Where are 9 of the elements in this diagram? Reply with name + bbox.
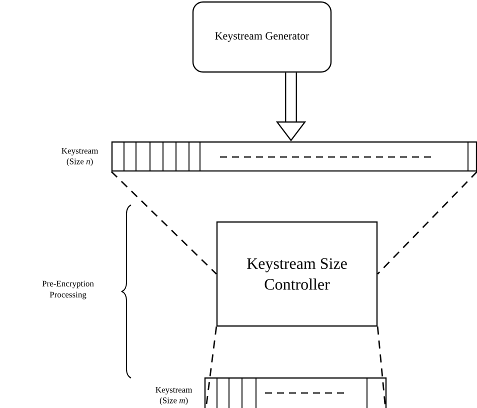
keystream-bar (111, 141, 477, 172)
bar-label: Keystream (Size m) (156, 387, 192, 405)
projection-line (377, 171, 477, 274)
group-label: Pre-Encryption Processing (42, 280, 94, 300)
projection-line (110, 171, 217, 274)
process-box: Keystream Generator (192, 1, 332, 73)
bar-label: Keystream (Size n) (62, 148, 98, 166)
keystream-bar (204, 377, 387, 408)
process-box: Keystream Size Controller (216, 221, 378, 327)
